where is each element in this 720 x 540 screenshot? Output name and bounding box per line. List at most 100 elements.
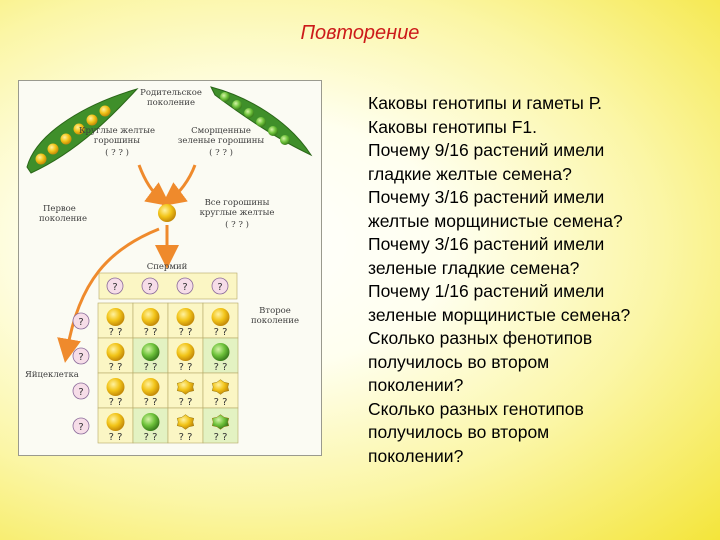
svg-text:?: ? <box>78 387 83 398</box>
parent-left-label: Круглые желтые <box>79 126 155 136</box>
cell-genotype: ? ? <box>179 327 193 338</box>
question-line: Каковы генотипы F1. <box>368 116 537 137</box>
cell-genotype: ? ? <box>214 432 228 443</box>
punnett-cell: ? ? <box>132 372 169 409</box>
cell-genotype: ? ? <box>144 362 158 373</box>
question-line: Каковы генотипы и гаметы Р. <box>368 93 602 113</box>
egg-column: ? ? ? ? <box>72 312 90 435</box>
round-pea <box>211 308 230 326</box>
f1-description: Все горошины <box>205 198 270 208</box>
f1-description-2: круглые желтые <box>200 208 275 218</box>
question-line: Почему 3/16 растений имели <box>368 187 605 207</box>
punnett-cell: ? ? <box>97 407 134 444</box>
question-line: Почему 9/16 растений имели <box>368 140 605 160</box>
question-line: зеленые морщинистые семена? <box>368 304 631 325</box>
parent-left-genotype: ( ? ? ) <box>105 147 129 158</box>
parent-generation-label-2: поколение <box>147 98 195 108</box>
cell-genotype: ? ? <box>109 327 123 338</box>
egg-gamete: ? <box>72 417 90 435</box>
cell-genotype: ? ? <box>214 327 228 338</box>
arrow-parent-left <box>137 164 171 207</box>
sperm-row: ? ? ? ? <box>98 272 238 300</box>
round-pea <box>106 378 125 396</box>
questions-list: Каковы генотипы и гаметы Р. Каковы генот… <box>368 92 713 468</box>
punnett-cell: ? ? <box>167 372 204 409</box>
wrinkled-pea <box>211 379 230 395</box>
sperm-gamete: ? <box>106 277 124 295</box>
wrinkled-pea <box>211 414 230 430</box>
f1-pea <box>158 204 176 222</box>
question-line: зеленые гладкие семена? <box>368 257 580 278</box>
f1-genotype: ( ? ? ) <box>225 219 249 230</box>
round-pea <box>176 308 195 326</box>
round-pea <box>106 343 125 361</box>
egg-label: Яйцеклетка <box>25 370 79 380</box>
question-line: желтые морщинистые семена? <box>368 210 623 231</box>
cell-genotype: ? ? <box>109 397 123 408</box>
svg-text:?: ? <box>147 282 152 293</box>
round-pea <box>141 308 160 326</box>
first-generation-label: Первое <box>43 204 76 214</box>
egg-gamete: ? <box>72 382 90 400</box>
question-line: получилось во втором <box>368 422 550 442</box>
parent-generation-label: Родительское <box>140 88 202 98</box>
punnett-cell: ? ? <box>202 407 239 444</box>
svg-text:?: ? <box>182 282 187 293</box>
punnett-figure: Родительское поколение Круглые желтые го… <box>18 80 322 456</box>
round-pea <box>106 308 125 326</box>
sperm-label: Спермий <box>147 262 188 272</box>
cell-genotype: ? ? <box>109 362 123 373</box>
sperm-gamete: ? <box>141 277 159 295</box>
first-generation-label-2: поколение <box>39 214 87 224</box>
svg-text:?: ? <box>78 422 83 433</box>
cell-genotype: ? ? <box>214 362 228 373</box>
sperm-gamete: ? <box>176 277 194 295</box>
second-generation-label: Второе <box>259 306 291 316</box>
second-generation-label-2: поколение <box>251 316 299 326</box>
svg-text:?: ? <box>78 352 83 363</box>
right-pea-pod <box>210 86 313 157</box>
punnett-cell: ? ? <box>202 337 239 374</box>
punnett-cell: ? ? <box>167 337 204 374</box>
svg-text:?: ? <box>78 317 83 328</box>
egg-gamete: ? <box>72 312 90 330</box>
parent-left-label-2: горошины <box>94 136 140 146</box>
svg-text:?: ? <box>217 282 222 293</box>
round-pea <box>106 413 125 431</box>
cell-genotype: ? ? <box>214 397 228 408</box>
round-pea <box>211 343 230 361</box>
slide-title: Повторение <box>300 22 420 44</box>
wrinkled-pea <box>176 379 195 395</box>
punnett-cell: ? ? <box>202 302 239 339</box>
punnett-grid: ? ?? ?? ?? ?? ?? ?? ?? ?? ?? ?? ?? ?? ??… <box>97 302 239 444</box>
sperm-gamete: ? <box>211 277 229 295</box>
parent-right-label-2: зеленые горошины <box>178 136 265 146</box>
left-pea-pod <box>26 88 139 174</box>
question-line: поколении? <box>368 445 464 466</box>
arrow-parent-right <box>161 164 197 207</box>
punnett-cell: ? ? <box>167 302 204 339</box>
punnett-cell: ? ? <box>97 302 134 339</box>
punnett-cell: ? ? <box>132 337 169 374</box>
question-line: получилось во втором <box>368 351 550 372</box>
arrow-f1-egg <box>57 227 160 363</box>
punnett-cell: ? ? <box>97 337 134 374</box>
punnett-cell: ? ? <box>97 372 134 409</box>
wrinkled-pea <box>176 414 195 430</box>
cell-genotype: ? ? <box>144 397 158 408</box>
punnett-cell: ? ? <box>132 407 169 444</box>
question-line: Сколько разных фенотипов <box>368 328 593 348</box>
question-line: Почему 1/16 растений имели <box>368 281 605 301</box>
punnett-cell: ? ? <box>202 372 239 409</box>
punnett-cell: ? ? <box>167 407 204 444</box>
round-pea <box>141 378 160 396</box>
question-line: Сколько разных генотипов <box>368 398 584 419</box>
cell-genotype: ? ? <box>109 432 123 443</box>
punnett-cell: ? ? <box>132 302 169 339</box>
question-line: поколении? <box>368 375 464 395</box>
punnett-diagram: Родительское поколение Круглые желтые го… <box>25 86 313 444</box>
egg-gamete: ? <box>72 347 90 365</box>
round-pea <box>141 413 160 431</box>
cell-genotype: ? ? <box>179 397 193 408</box>
cell-genotype: ? ? <box>179 362 193 373</box>
